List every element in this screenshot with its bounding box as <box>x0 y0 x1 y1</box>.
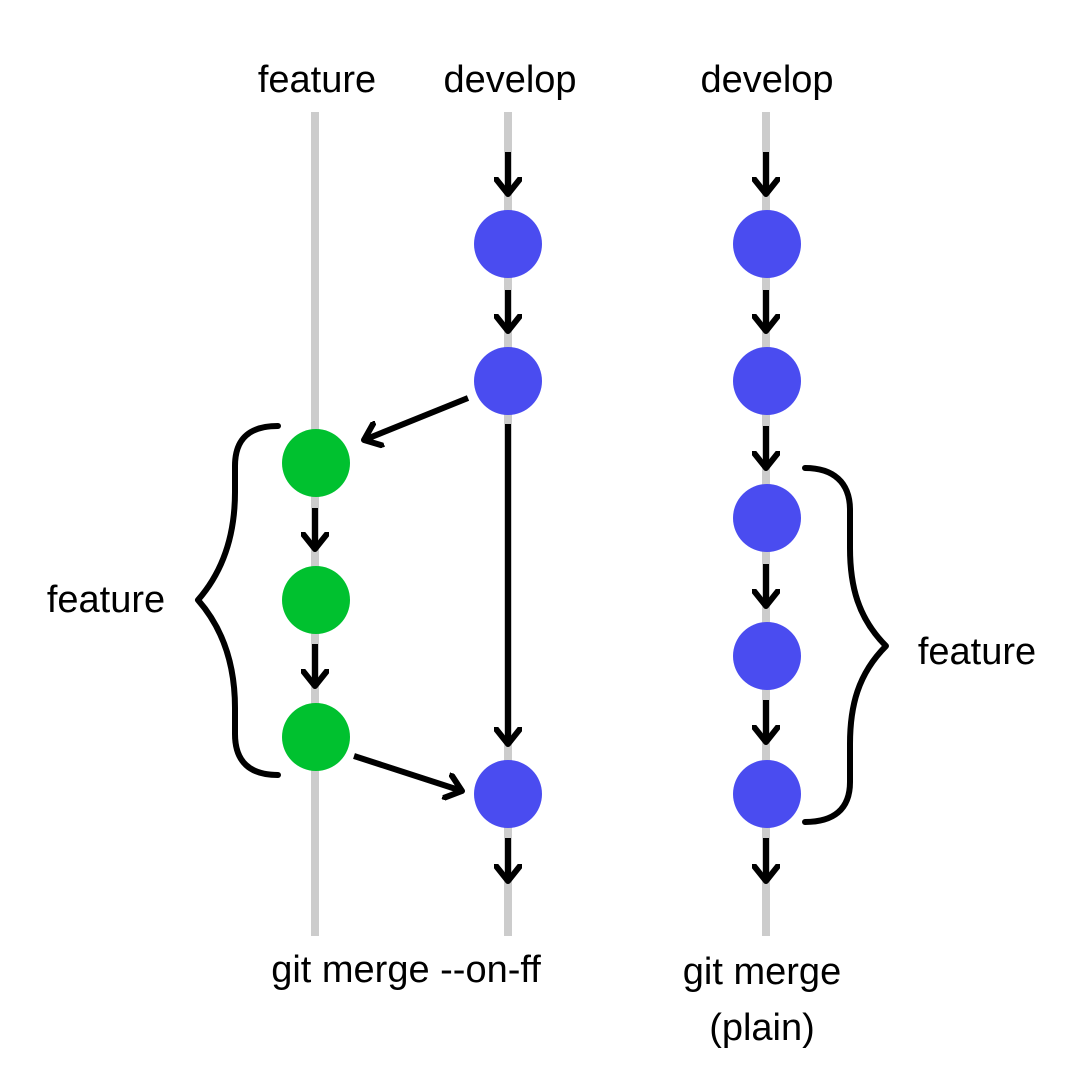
fast-forwarded-commit <box>733 760 801 828</box>
feature-lane-header: feature <box>258 59 376 101</box>
develop-lane-header-right: develop <box>700 59 833 101</box>
feature-commit <box>282 703 350 771</box>
caption-left: git merge --on-ff <box>271 949 541 991</box>
develop-commit <box>733 210 801 278</box>
feature-commit <box>282 566 350 634</box>
develop-commit <box>474 210 542 278</box>
caption-right-line2: (plain) <box>709 1007 815 1049</box>
brace-label-left: feature <box>47 579 165 621</box>
develop-lane-header-left: develop <box>443 59 576 101</box>
fast-forwarded-commit <box>733 484 801 552</box>
arrow-merge-in <box>353 753 462 791</box>
caption-right-line1: git merge <box>683 951 841 993</box>
brace-label-right: feature <box>918 631 1036 673</box>
arrow-branch-off <box>364 395 470 440</box>
develop-merge-commit <box>474 760 542 828</box>
develop-commit <box>474 347 542 415</box>
develop-commit <box>733 347 801 415</box>
feature-brace-left <box>195 423 281 778</box>
feature-brace-right <box>802 465 889 825</box>
fast-forwarded-commit <box>733 622 801 690</box>
feature-commit <box>282 429 350 497</box>
